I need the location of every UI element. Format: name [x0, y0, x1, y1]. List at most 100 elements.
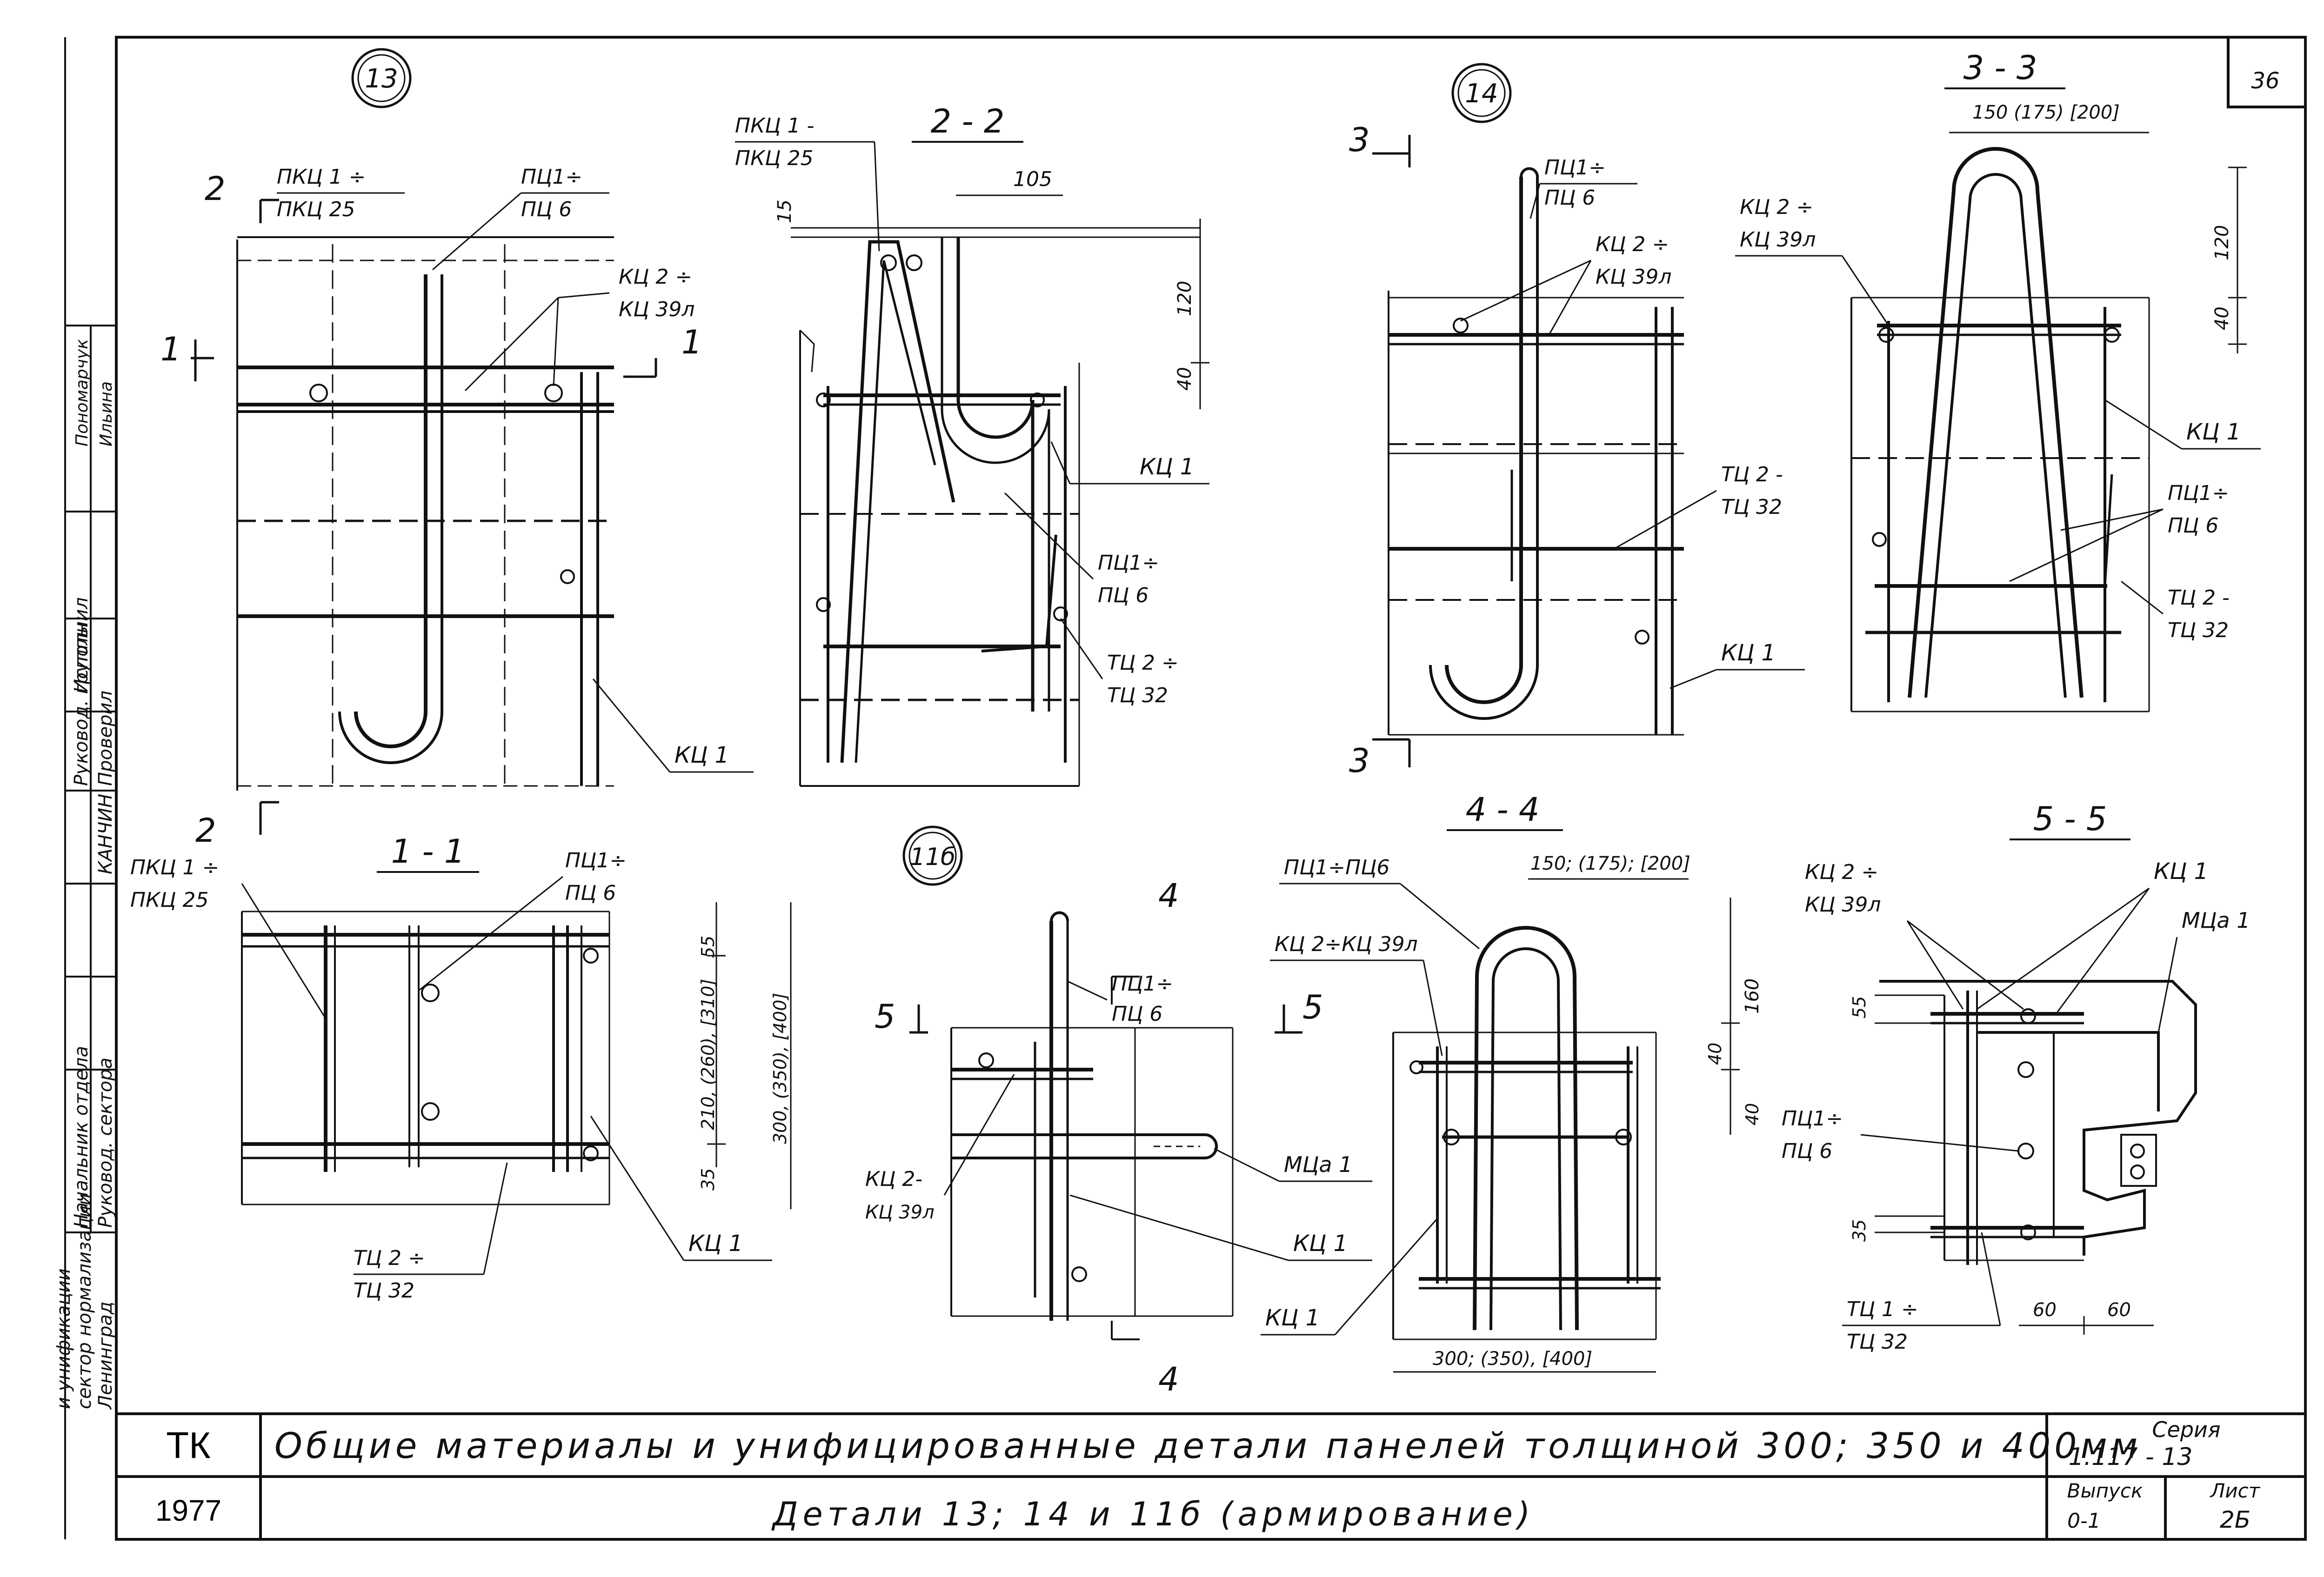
label-pkc1-11: ПКЦ 1 ÷ — [130, 856, 219, 879]
dim-40a-44: 40 — [1705, 1043, 1725, 1065]
side-stamp — [64, 37, 116, 1539]
label-pkc1-a: ПКЦ 1 ÷ — [277, 165, 366, 189]
series-label: Серия — [2152, 1417, 2220, 1442]
detail-13-view — [236, 48, 614, 791]
stamp-role-1: Руковод. группы — [71, 622, 92, 786]
label-pc1: ПЦ1÷ — [521, 165, 582, 189]
issue-value: 0-1 — [2067, 1509, 2101, 1533]
label-pkc1m: ПКЦ 1 - — [735, 114, 814, 138]
label-kc2-55: КЦ 2 ÷ — [1805, 860, 1878, 884]
label-tc2-22: ТЦ 2 ÷ — [1107, 651, 1179, 675]
label-tc32-22: ТЦ 32 — [1107, 684, 1168, 707]
dim-105: 105 — [1013, 167, 1052, 191]
year: 1977 — [155, 1494, 221, 1527]
label-kc39-11b: КЦ 39л — [865, 1202, 935, 1223]
label-kc1-55: КЦ 1 — [2154, 858, 2208, 885]
label-kc239-44: КЦ 2÷КЦ 39л — [1275, 932, 1418, 956]
sheet-value: 2Б — [2220, 1506, 2251, 1533]
sheet-number: 36 — [2251, 68, 2279, 94]
stamp-org-1: Ленинград — [95, 1301, 116, 1410]
detail-13-labels: ПКЦ 1 ÷ ПКЦ 25 ПЦ1÷ ПЦ 6 КЦ 2 ÷ КЦ 39л К… — [277, 165, 754, 773]
section-mark-3-bottom: 3 — [1349, 742, 1370, 780]
label-pc1-33: ПЦ1÷ — [2168, 481, 2229, 505]
org-code: ТК — [166, 1424, 211, 1466]
section-marks-11b: 4 4 5 5 — [875, 877, 1323, 1398]
label-pc1-22: ПЦ1÷ — [1098, 551, 1159, 575]
dim-35-55: 35 — [1849, 1219, 1870, 1242]
stamp-org-3: и унификации — [53, 1268, 74, 1409]
label-kc39-14: КЦ 39л — [1596, 265, 1672, 289]
dim-40b-44: 40 — [1742, 1103, 1763, 1125]
label-kc1-11: КЦ 1 — [688, 1231, 743, 1257]
dim-120-33: 120 — [2211, 225, 2233, 260]
section-5-5-title: 5 - 5 — [2033, 800, 2107, 838]
stamp-name-2: Пономарчук — [73, 339, 92, 446]
label-pc6-22: ПЦ 6 — [1098, 584, 1149, 607]
detail-14-view — [1388, 63, 1684, 736]
section-2-2-view — [791, 194, 1209, 787]
sheet-label: Лист — [2210, 1479, 2261, 1502]
dim-15: 15 — [774, 200, 795, 223]
label-kc1-22: КЦ 1 — [1140, 454, 1194, 480]
dim-210-11: 210, (260), [310] — [698, 979, 718, 1130]
section-mark-5-left: 5 — [875, 998, 895, 1036]
section-mark-1-right: 1 — [681, 323, 702, 361]
section-mark-2-bottom: 2 — [195, 812, 216, 850]
detail-13-number: 13 — [365, 64, 398, 94]
stamp-role-3: Проверил — [95, 691, 116, 786]
detail-11b-number: 11б — [910, 843, 955, 871]
stamp-role-5: Руковод. сектора — [95, 1058, 116, 1228]
label-tc32-55: ТЦ 32 — [1847, 1330, 1908, 1354]
label-pc1-14: ПЦ1÷ — [1544, 156, 1606, 180]
label-mca1-11b: МЦа 1 — [1284, 1152, 1352, 1177]
dim-300-44: 300; (350), [400] — [1433, 1348, 1592, 1370]
label-kc39-33: КЦ 39л — [1740, 228, 1816, 252]
label-pc16-44: ПЦ1÷ПЦ6 — [1284, 856, 1389, 879]
label-kc1-14: КЦ 1 — [1721, 640, 1776, 666]
section-mark-5-right: 5 — [1302, 988, 1323, 1026]
section-5-5-view — [1875, 980, 2197, 1335]
label-tc32-14: ТЦ 32 — [1721, 495, 1782, 519]
detail-14-number: 14 — [1465, 79, 1498, 109]
label-tc32-11: ТЦ 32 — [354, 1279, 414, 1303]
dim-55-11: 55 — [698, 936, 718, 958]
section-1-1-title: 1 - 1 — [391, 832, 465, 871]
label-tc2-33: ТЦ 2 - — [2168, 586, 2230, 610]
dim-55-55: 55 — [1849, 996, 1870, 1018]
sheet-frame — [115, 36, 2307, 1541]
title-sub: Детали 13; 14 и 11б (армирование) — [771, 1495, 1535, 1533]
label-tc32-33: ТЦ 32 — [2168, 619, 2229, 642]
dim-60a-55: 60 — [2033, 1299, 2057, 1321]
dim-40: 40 — [1174, 367, 1195, 391]
label-pc1-11: ПЦ1÷ — [565, 849, 627, 872]
label-pc6-55: ПЦ 6 — [1782, 1139, 1832, 1163]
section-mark-4-bottom: 4 — [1158, 1360, 1179, 1398]
section-mark-1-left: 1 — [160, 330, 181, 368]
stamp-role-2: Исполнил — [71, 597, 92, 693]
section-3-3-view — [1850, 132, 2247, 712]
label-pc6-14: ПЦ 6 — [1544, 186, 1595, 210]
section-4-4-labels: 150; (175); [200] ПЦ1÷ПЦ6 КЦ 2÷КЦ 39л 16… — [1261, 853, 1763, 1370]
label-kc2-33: КЦ 2 ÷ — [1740, 195, 1813, 219]
stamp-text: Руковод. группы Исполнил Проверил Началь… — [53, 339, 116, 1410]
issue-label: Выпуск — [2067, 1479, 2143, 1502]
dim-300-11: 300, (350), [400] — [770, 993, 790, 1144]
label-kc1-33: КЦ 1 — [2186, 419, 2241, 445]
label-kc39-55: КЦ 39л — [1805, 893, 1881, 917]
section-4-4-view — [1392, 878, 1740, 1373]
detail-14-labels: ПЦ1÷ ПЦ 6 КЦ 2 ÷ КЦ 39л ТЦ 2 - ТЦ 32 КЦ … — [1460, 156, 1805, 689]
section-3-3-labels: 150 (175) [200] 120 40 КЦ 2 ÷ КЦ 39л КЦ … — [1735, 102, 2261, 642]
section-3-3-title: 3 - 3 — [1963, 49, 2037, 87]
stamp-name-1: Ильина — [97, 381, 116, 446]
section-mark-3-top: 3 — [1349, 121, 1370, 159]
dim-150-33: 150 (175) [200] — [1972, 102, 2120, 123]
label-kc2m-11b: КЦ 2- — [865, 1167, 922, 1191]
title-main: Общие материалы и унифицированные детали… — [274, 1425, 2141, 1466]
series-value: 1.117 - 13 — [2069, 1443, 2193, 1471]
dim-35-11: 35 — [698, 1168, 718, 1191]
dim-150-44: 150; (175); [200] — [1530, 853, 1690, 874]
stamp-role-4: Начальник отдела — [71, 1046, 92, 1228]
label-tc1-55: ТЦ 1 ÷ — [1847, 1298, 1918, 1321]
dim-160-44: 160 — [1742, 978, 1763, 1014]
